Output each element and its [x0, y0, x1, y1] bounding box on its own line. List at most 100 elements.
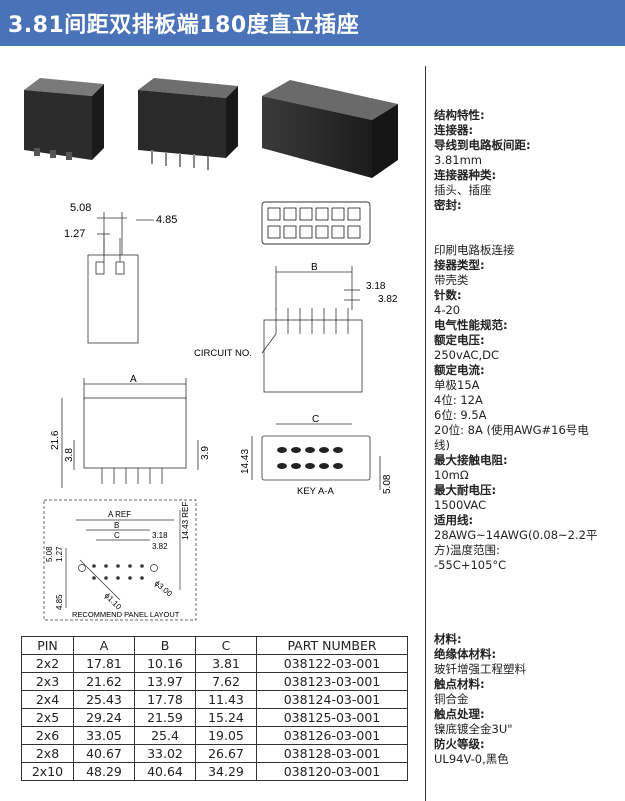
table-cell: 7.62 [195, 672, 257, 691]
spec-line: 密封: [434, 198, 462, 212]
spec-line: 方)温度范围: [434, 543, 500, 557]
layout-14-43-ref: 14.43 REF [181, 502, 190, 540]
dim-label-b: B [311, 262, 318, 273]
layout-5-08: 5.08 [45, 546, 54, 562]
table-cell: 038128-03-001 [256, 744, 408, 763]
table-cell: 038122-03-001 [256, 654, 408, 673]
title-bar: 3.81间距双排板端180度直立插座 [0, 0, 625, 46]
table-header-row: PIN A B C PART NUMBER [21, 636, 408, 655]
dim-5-08: 5.08 [70, 202, 91, 214]
table-cell: 13.97 [134, 672, 196, 691]
dim-3-8: 3.8 [64, 448, 75, 462]
spec-line [434, 228, 597, 243]
spec-line: 6位: 9.5A [434, 408, 487, 422]
spec-line: 1500VAC [434, 498, 487, 512]
key-view-drawing [251, 423, 381, 490]
table-cell: 21.62 [73, 672, 135, 691]
connector-photo-1 [24, 78, 104, 160]
spec-line: 10mΩ [434, 468, 469, 482]
table-cell: 038126-03-001 [256, 726, 408, 745]
spec-line: 带壳类 [434, 273, 469, 287]
material-line: 镍底镀全金3U" [434, 722, 513, 736]
connector-photo-3 [262, 80, 398, 178]
material-line: 防火等级: [434, 737, 485, 751]
panel-layout-drawing [43, 499, 197, 621]
spec-line: 连接器: [434, 123, 474, 137]
material-line: 触点处理: [434, 707, 485, 721]
table-cell: 2x4 [21, 690, 74, 709]
material-line: 玻钎增强工程塑料 [434, 662, 526, 676]
spec-line: 额定电压: [434, 333, 485, 347]
page-title: 3.81间距双排板端180度直立插座 [8, 13, 360, 38]
material-line: 绝缘体材料: [434, 647, 497, 661]
table-cell: 11.43 [195, 690, 257, 709]
table-cell: 19.05 [195, 726, 257, 745]
spec-line: 20位: 8A (使用AWG#16号电 [434, 423, 589, 437]
layout-c: C [114, 531, 120, 540]
spec-line: 结构特性: [434, 108, 485, 122]
spec-line: 最大接触电阻: [434, 453, 508, 467]
key-aa-label: KEY A-A [297, 486, 334, 497]
table-cell: 038120-03-001 [256, 762, 408, 781]
side-view-drawing [87, 212, 139, 344]
spec-line: 28AWG~14AWG(0.08~2.2平 [434, 528, 598, 542]
header-b: B [134, 636, 196, 655]
table-cell: 17.78 [134, 690, 196, 709]
spec-line: 额定电流: [434, 363, 485, 377]
layout-3-82: 3.82 [152, 542, 168, 551]
table-cell: 34.29 [195, 762, 257, 781]
spec-line: 插头、插座 [434, 183, 492, 197]
table-cell: 2x6 [21, 726, 74, 745]
table-cell: 17.81 [73, 654, 135, 673]
spec-line: 单极15A [434, 378, 480, 392]
table-cell: 40.64 [134, 762, 196, 781]
dim-21-6: 21.6 [50, 430, 61, 450]
dim-label-c: C [312, 414, 319, 425]
table-cell: 25.43 [73, 690, 135, 709]
table-cell: 48.29 [73, 762, 135, 781]
spec-line: 4-20 [434, 303, 461, 317]
table-cell: 25.4 [134, 726, 196, 745]
material-line: 触点材料: [434, 677, 485, 691]
table-cell: 26.67 [195, 744, 257, 763]
dim-1-27: 1.27 [64, 228, 85, 240]
table-cell: 2x8 [21, 744, 74, 763]
front-view-a-drawing [61, 378, 199, 488]
dim-3-18: 3.18 [366, 281, 386, 292]
spec-line: 3.81mm [434, 153, 483, 167]
dim-label-a: A [130, 374, 137, 385]
dim-5-08-b: 5.08 [382, 474, 393, 494]
key-view-pins [277, 447, 343, 469]
connector-photo-2 [138, 78, 238, 170]
table-cell: 15.24 [195, 708, 257, 727]
dim-3-82: 3.82 [378, 294, 398, 305]
spec-line: 印刷电路板连接 [434, 243, 515, 257]
layout-d300: ϕ3.00 [153, 579, 175, 599]
table-cell: 038124-03-001 [256, 690, 408, 709]
table-cell: 038123-03-001 [256, 672, 408, 691]
materials-list: 材料:绝缘体材料:玻钎增强工程塑料触点材料:铜合金触点处理:镍底镀全金3U"防火… [434, 632, 526, 767]
spec-line: 连接器种类: [434, 168, 497, 182]
table-cell: 33.05 [73, 726, 135, 745]
dim-4-85: 4.85 [156, 214, 177, 226]
spec-line: 线) [434, 438, 450, 452]
layout-3-18: 3.18 [152, 531, 168, 540]
technical-drawing: 5.08 4.85 1.27 B 3.18 3.82 CIR [24, 78, 398, 621]
table-cell: 33.02 [134, 744, 196, 763]
dim-3-9: 3.9 [200, 446, 211, 460]
front-view-drawing [261, 266, 363, 393]
layout-b: B [114, 521, 119, 530]
spec-line: 接器类型: [434, 258, 485, 272]
spec-line: 最大耐电压: [434, 483, 497, 497]
table-cell: 038125-03-001 [256, 708, 408, 727]
table-cell: 21.59 [134, 708, 196, 727]
circuit-no-label: CIRCUIT NO. [194, 348, 252, 359]
spec-line: 4位: 12A [434, 393, 483, 407]
header-a: A [73, 636, 135, 655]
material-line: 铜合金 [434, 692, 469, 706]
layout-d110: ϕ1.10 [103, 591, 124, 612]
